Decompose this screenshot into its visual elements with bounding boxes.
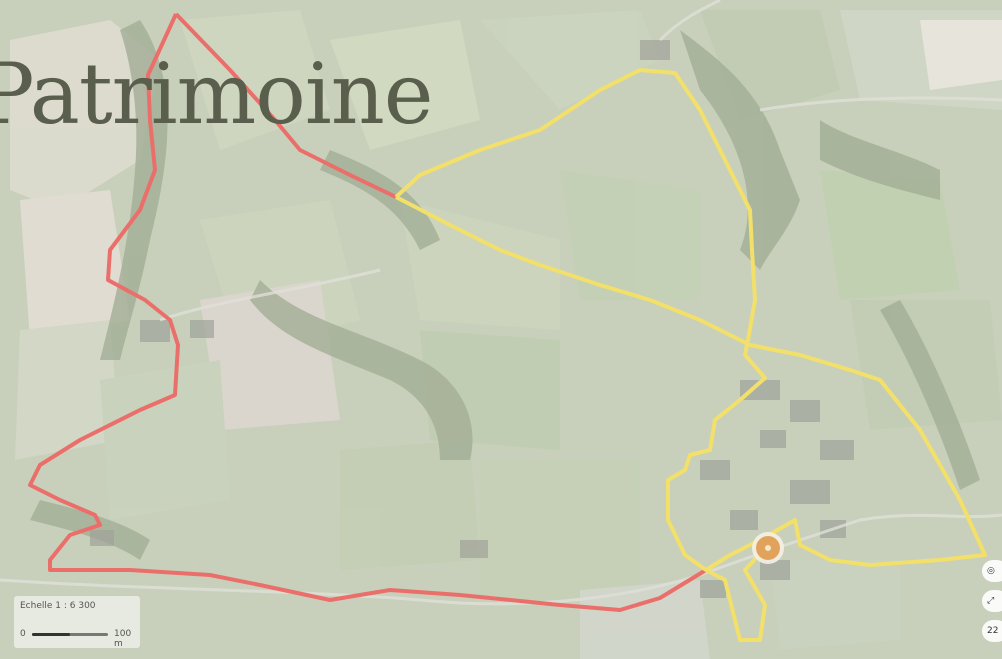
- yellow-route-south[interactable]: [705, 543, 770, 642]
- red-route-north[interactable]: [174, 12, 397, 199]
- fullscreen-button[interactable]: ⤢: [982, 590, 1002, 612]
- field-patches: [10, 10, 1002, 659]
- scale-label: Echelle 1 : 6 300: [20, 601, 96, 611]
- red-route[interactable]: [28, 13, 708, 612]
- yellow-route[interactable]: [394, 68, 987, 572]
- layers-button[interactable]: ◎: [982, 560, 1002, 582]
- page-title: Patrimoine: [0, 45, 434, 143]
- start-marker[interactable]: [752, 532, 784, 564]
- zoom-level-button[interactable]: 22: [982, 620, 1002, 642]
- scale-min: 0: [20, 629, 26, 639]
- roads: [0, 0, 1002, 606]
- scale-max: 100 m: [114, 629, 132, 649]
- village: [90, 40, 854, 598]
- scale-bar: [32, 633, 108, 636]
- map-scale: Echelle 1 : 6 300 0 100 m: [14, 596, 140, 649]
